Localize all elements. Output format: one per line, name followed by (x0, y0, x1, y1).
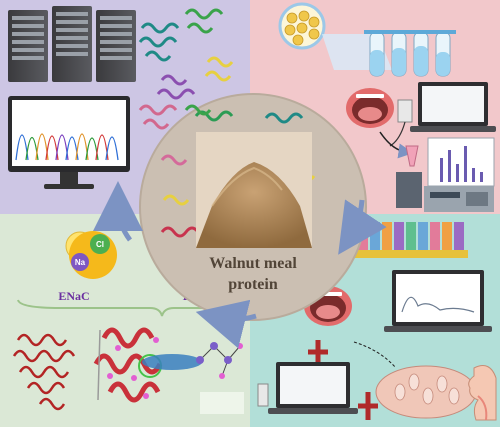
center-title-line1: Walnut meal (209, 255, 297, 272)
spectrum-monitor-icon (427, 137, 495, 187)
walnut-powder-pile (196, 162, 312, 248)
sodium-ion-icon (71, 253, 89, 271)
test-tube-icon (364, 30, 456, 77)
zoom-line (353, 341, 397, 369)
plus-sign-2 (358, 392, 378, 420)
protein-structure-pink (138, 104, 178, 130)
center-title-line2: protein (228, 276, 278, 293)
open-mouth-icon (346, 88, 394, 128)
liposome-icon (278, 2, 326, 50)
server-rack-icon (8, 6, 136, 82)
protein-structure-green (184, 8, 224, 34)
head-profile-icon (468, 365, 497, 421)
protein-structure-teal (138, 22, 180, 62)
protein-structure-purple (156, 74, 196, 100)
hplc-instrument-icon (396, 172, 494, 212)
receptor-label-enac: ENaC (58, 289, 89, 303)
pipette-tube-icon (405, 145, 419, 167)
cycle-arrow-left (93, 181, 144, 242)
powder-highlight (211, 166, 283, 207)
ligand-molecule-icon (196, 342, 243, 379)
ligand-binding-site (142, 354, 202, 370)
laptop-icon (410, 82, 496, 132)
monitor-icon (8, 96, 130, 189)
chloride-label: Cl (96, 240, 104, 249)
laptop-icon-bottom (268, 362, 358, 414)
cycle-arrow-right (338, 199, 387, 255)
laptop-icon-spectrum (384, 270, 492, 332)
cycle-arrow-bottom (195, 299, 257, 349)
tongue-papillae-icon (375, 365, 477, 419)
sensor-probe-icon-lower (257, 383, 269, 407)
sodium-label: Na (75, 258, 86, 267)
enac-protein-structure (12, 333, 76, 411)
flow-arrow-small (379, 131, 414, 159)
chloride-ion-icon (90, 234, 110, 254)
ion-badge: Na Cl (69, 231, 117, 279)
protein-structure-yellow (204, 56, 234, 82)
blank-panel (200, 392, 244, 414)
tmc4-protein-structure (93, 327, 202, 403)
